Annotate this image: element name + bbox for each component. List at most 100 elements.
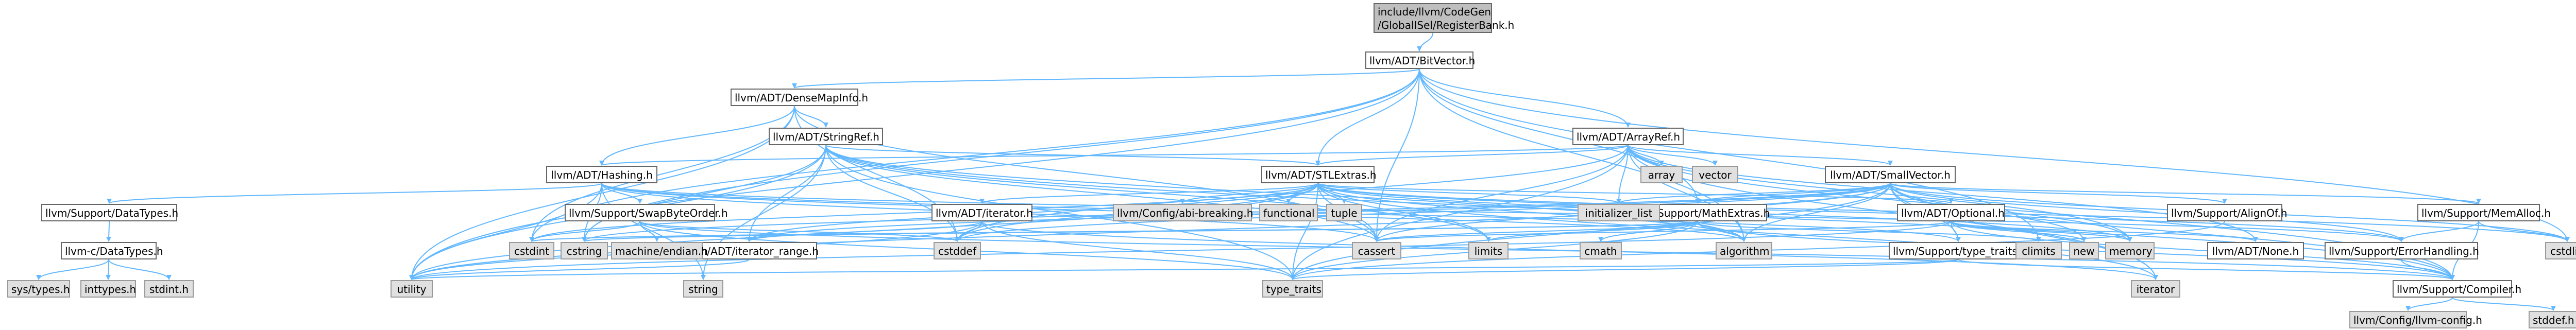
node-climits[interactable]: climits [2015, 242, 2062, 259]
dependency-edge-STLExtras-to-ErrorHandling [1317, 183, 2404, 242]
dependency-edge-iterator_range-to-utility [409, 259, 750, 280]
dependency-edge-Optional-to-None [1951, 221, 2258, 242]
node-cstring[interactable]: cstring [561, 242, 608, 259]
node-densemapinfo[interactable]: llvm/ADT/DenseMapInfo.h [731, 89, 868, 106]
dependency-edge-MathExtras-to-cstring [582, 221, 1698, 242]
dependency-edge-DenseMapInfo-to-Hashing [599, 106, 795, 166]
node-llvm-config[interactable]: llvm/Config/llvm-config.h [2349, 311, 2482, 328]
node-stlextras[interactable]: llvm/ADT/STLExtras.h [1261, 166, 1377, 183]
dependency-edge-Hashing-to-utility [409, 183, 602, 280]
node-errorhandling[interactable]: llvm/Support/ErrorHandling.h [2325, 242, 2479, 259]
dependency-edge-SmallVector-to-memory [1890, 183, 2132, 242]
dependency-edge-SmallVector-to-AlignOf [1890, 183, 2227, 204]
node-stringref[interactable]: llvm/ADT/StringRef.h [769, 128, 883, 145]
dependency-edge-SmallVector-to-ErrorHandling [1890, 183, 2404, 242]
node-cstdint[interactable]: cstdint [509, 242, 554, 259]
dependency-edge-StringRef-to-cstring [582, 145, 826, 242]
dependency-edge-StringRef-to-cassert [825, 145, 1379, 242]
node-utility[interactable]: utility [391, 280, 433, 298]
dependency-edge-SwapByteOrder-to-machine_endian [639, 221, 659, 242]
node-cstddef[interactable]: cstddef [934, 242, 981, 259]
node-iterator[interactable]: llvm/ADT/iterator.h [931, 204, 1033, 221]
dependency-edge-iterator-to-iterator_std [981, 221, 2158, 280]
dependency-edge-ConfigDataTypes-to-sys_types [36, 259, 109, 280]
dependency-edge-Hashing-to-string [601, 183, 706, 280]
node-cmath[interactable]: cmath [1580, 242, 1622, 259]
node-arrayref[interactable]: llvm/ADT/ArrayRef.h [1572, 128, 1684, 145]
node-vector[interactable]: vector [1692, 166, 1738, 183]
dependency-edge-DenseMapInfo-to-StringRef [794, 106, 828, 128]
node-functional[interactable]: functional [1259, 204, 1318, 221]
dependency-edge-MemAlloc-to-ErrorHandling [2399, 221, 2479, 242]
dependency-edge-MathExtras-to-cassert [1374, 221, 1698, 242]
node-support-datatypes[interactable]: llvm/Support/DataTypes.h [41, 204, 178, 221]
dependency-edge-SmallVector-to-initializer_list [1616, 183, 1891, 204]
dependency-edge-STLExtras-to-initializer_list [1317, 183, 1621, 204]
node-hashing[interactable]: llvm/ADT/Hashing.h [546, 166, 657, 183]
node-cassert[interactable]: cassert [1352, 242, 1401, 259]
dependency-edge-Hashing-to-ErrorHandling [601, 183, 2404, 242]
node-stddef[interactable]: stddef.h [2529, 311, 2576, 328]
dependency-edge-BitVector-to-STLExtras [1315, 68, 1420, 166]
dependency-edge-SmallVector-to-algorithm [1741, 183, 1891, 242]
dependency-edge-StringRef-to-cstddef [825, 145, 960, 242]
node-alignof[interactable]: llvm/Support/AlignOf.h [2167, 204, 2287, 221]
dependency-edge-root-to-BitVector [1417, 32, 1433, 51]
dependency-edge-Optional-to-new [1951, 221, 2087, 242]
dependency-edge-StringRef-to-STLExtras [825, 145, 1320, 166]
node-algorithm[interactable]: algorithm [1716, 242, 1772, 259]
dependency-edge-type_traits_llvm-to-type_traits [1290, 259, 1959, 280]
node-std-iterator[interactable]: iterator [2131, 280, 2180, 298]
root-header-node[interactable]: include/llvm/CodeGen /GlobalISel/Registe… [1374, 3, 1515, 33]
node-inttypes[interactable]: inttypes.h [80, 280, 136, 298]
node-none[interactable]: llvm/ADT/None.h [2207, 242, 2304, 259]
dependency-edge-ArrayRef-to-STLExtras [1315, 145, 1629, 166]
dependency-edge-STLExtras-to-tuple [1317, 183, 1347, 204]
dependency-edge-SmallVector-to-cstddef [955, 183, 1891, 242]
node-tuple[interactable]: tuple [1326, 204, 1362, 221]
dependency-edge-SwapByteOrder-to-cstddef [639, 221, 960, 242]
dependency-edge-STLExtras-to-iterator [979, 183, 1318, 204]
node-string[interactable]: string [683, 280, 723, 298]
node-smallvector[interactable]: llvm/ADT/SmallVector.h [1825, 166, 1956, 183]
dependency-edge-ArrayRef-to-initializer_list [1616, 145, 1629, 204]
node-sys-types[interactable]: sys/types.h [7, 280, 70, 298]
dependency-edge-Hashing-to-DataTypes [107, 183, 602, 204]
dependency-edge-STLExtras-to-limits [1317, 183, 1491, 242]
dependency-edge-MathExtras-to-cmath [1598, 221, 1698, 242]
node-abi-breaking[interactable]: llvm/Config/abi-breaking.h [1113, 204, 1253, 221]
dependency-edge-ArrayRef-to-memory [1628, 145, 2132, 242]
dependency-edge-Compiler-to-stddef [2452, 297, 2556, 311]
node-optional[interactable]: llvm/ADT/Optional.h [1897, 204, 2005, 221]
dependency-edge-Optional-to-memory [1951, 221, 2132, 242]
node-bitvector[interactable]: llvm/ADT/BitVector.h [1365, 51, 1475, 69]
dependency-edge-STLExtras-to-Optional [1317, 183, 1954, 204]
dependency-edge-ArrayRef-to-SmallVector [1628, 145, 1893, 166]
dependency-edge-STLExtras-to-cstdint [529, 183, 1318, 242]
node-cstdlib[interactable]: cstdlib [2545, 242, 2576, 259]
dependency-edge-ArrayRef-to-None [1628, 145, 2258, 242]
node-llvm-c-datatypes[interactable]: llvm-c/DataTypes.h [61, 242, 163, 259]
node-stdint[interactable]: stdint.h [144, 280, 194, 298]
node-new[interactable]: new [2069, 242, 2099, 259]
node-support-type-traits[interactable]: llvm/Support/type_traits.h [1889, 242, 2028, 259]
dependency-edge-MathExtras-to-limits [1486, 221, 1698, 242]
dependency-edge-ArrayRef-to-Hashing [599, 145, 1629, 166]
node-memory[interactable]: memory [2105, 242, 2155, 259]
node-compiler[interactable]: llvm/Support/Compiler.h [2393, 280, 2521, 298]
dependency-edge-SmallVector-to-MemAlloc [1890, 183, 2481, 204]
dependency-edge-Optional-to-type_traits_llvm [1951, 221, 1961, 242]
root-header-path-line2: /GlobalISel/RegisterBank.h [1378, 19, 1515, 31]
node-array[interactable]: array [1640, 166, 1683, 183]
dependency-edge-iterator-to-iterator_range [747, 221, 982, 242]
node-limits[interactable]: limits [1468, 242, 1509, 259]
dependency-edge-Optional-to-cassert [1374, 221, 1952, 242]
dependency-edge-SmallVector-to-iterator_range [747, 183, 1891, 242]
node-type-traits[interactable]: type_traits [1262, 280, 1323, 298]
node-machine-endian[interactable]: machine/endian.h [611, 242, 708, 259]
node-swapbyteorder[interactable]: llvm/Support/SwapByteOrder.h [565, 204, 728, 221]
dependency-edge-Optional-to-utility [409, 221, 1952, 280]
node-initializer-list[interactable]: initializer_list [1578, 204, 1660, 221]
node-memalloc[interactable]: llvm/Support/MemAlloc.h [2417, 204, 2551, 221]
node-iterator-range[interactable]: llvm/ADT/iterator_range.h [681, 242, 819, 259]
